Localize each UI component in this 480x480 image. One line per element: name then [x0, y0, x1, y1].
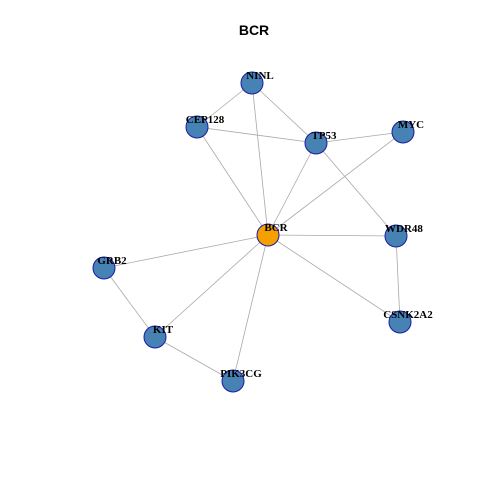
node-cep128: CEP128 [185, 114, 225, 139]
edge-ninl-bcr [251, 82, 269, 236]
node-wdr48: WDR48 [384, 223, 423, 248]
node-label-grb2: GRB2 [97, 255, 127, 267]
node-csnk2a2: CSNK2A2 [383, 309, 433, 334]
edge-wdr48-csnk2a2 [395, 235, 401, 323]
node-circle-bcr [256, 223, 280, 247]
node-label-myc: MYC [398, 119, 424, 131]
node-myc: MYC [391, 119, 424, 144]
edges-layer [103, 82, 404, 382]
node-kit: KIT [143, 324, 174, 349]
edge-kit-pik3cg [154, 336, 234, 382]
node-circle-myc [391, 120, 415, 144]
edge-tp53-wdr48 [315, 142, 397, 237]
node-label-csnk2a2: CSNK2A2 [383, 309, 433, 321]
node-circle-csnk2a2 [388, 310, 412, 334]
edge-bcr-grb2 [103, 234, 269, 269]
edge-bcr-wdr48 [267, 234, 397, 237]
node-label-kit: KIT [153, 324, 174, 336]
edge-bcr-kit [154, 234, 269, 338]
node-label-bcr: BCR [264, 222, 288, 234]
edge-bcr-csnk2a2 [267, 234, 401, 323]
diagram-title: BCR [239, 22, 269, 38]
edge-ninl-cep128 [196, 82, 253, 128]
node-circle-kit [143, 325, 167, 349]
node-grb2: GRB2 [92, 255, 127, 280]
node-label-wdr48: WDR48 [385, 223, 423, 235]
node-tp53: TP53 [304, 130, 337, 155]
node-bcr: BCR [256, 222, 289, 247]
node-circle-cep128 [185, 115, 209, 139]
node-label-pik3cg: PIK3CG [220, 368, 262, 380]
node-ninl: NINL [240, 70, 274, 95]
edge-myc-bcr [267, 131, 404, 236]
node-label-tp53: TP53 [311, 130, 337, 142]
node-pik3cg: PIK3CG [220, 368, 262, 393]
node-circle-ninl [240, 71, 264, 95]
edge-cep128-tp53 [196, 126, 317, 144]
edge-grb2-kit [103, 267, 156, 338]
node-circle-grb2 [92, 256, 116, 280]
edge-bcr-pik3cg [232, 234, 269, 382]
edge-cep128-bcr [196, 126, 269, 236]
node-circle-pik3cg [221, 369, 245, 393]
edge-ninl-tp53 [251, 82, 317, 144]
edge-tp53-bcr [267, 142, 317, 236]
node-label-cep128: CEP128 [186, 114, 225, 126]
edge-tp53-myc [315, 131, 404, 144]
node-circle-tp53 [304, 131, 328, 155]
node-circle-wdr48 [384, 224, 408, 248]
node-label-ninl: NINL [246, 70, 274, 82]
